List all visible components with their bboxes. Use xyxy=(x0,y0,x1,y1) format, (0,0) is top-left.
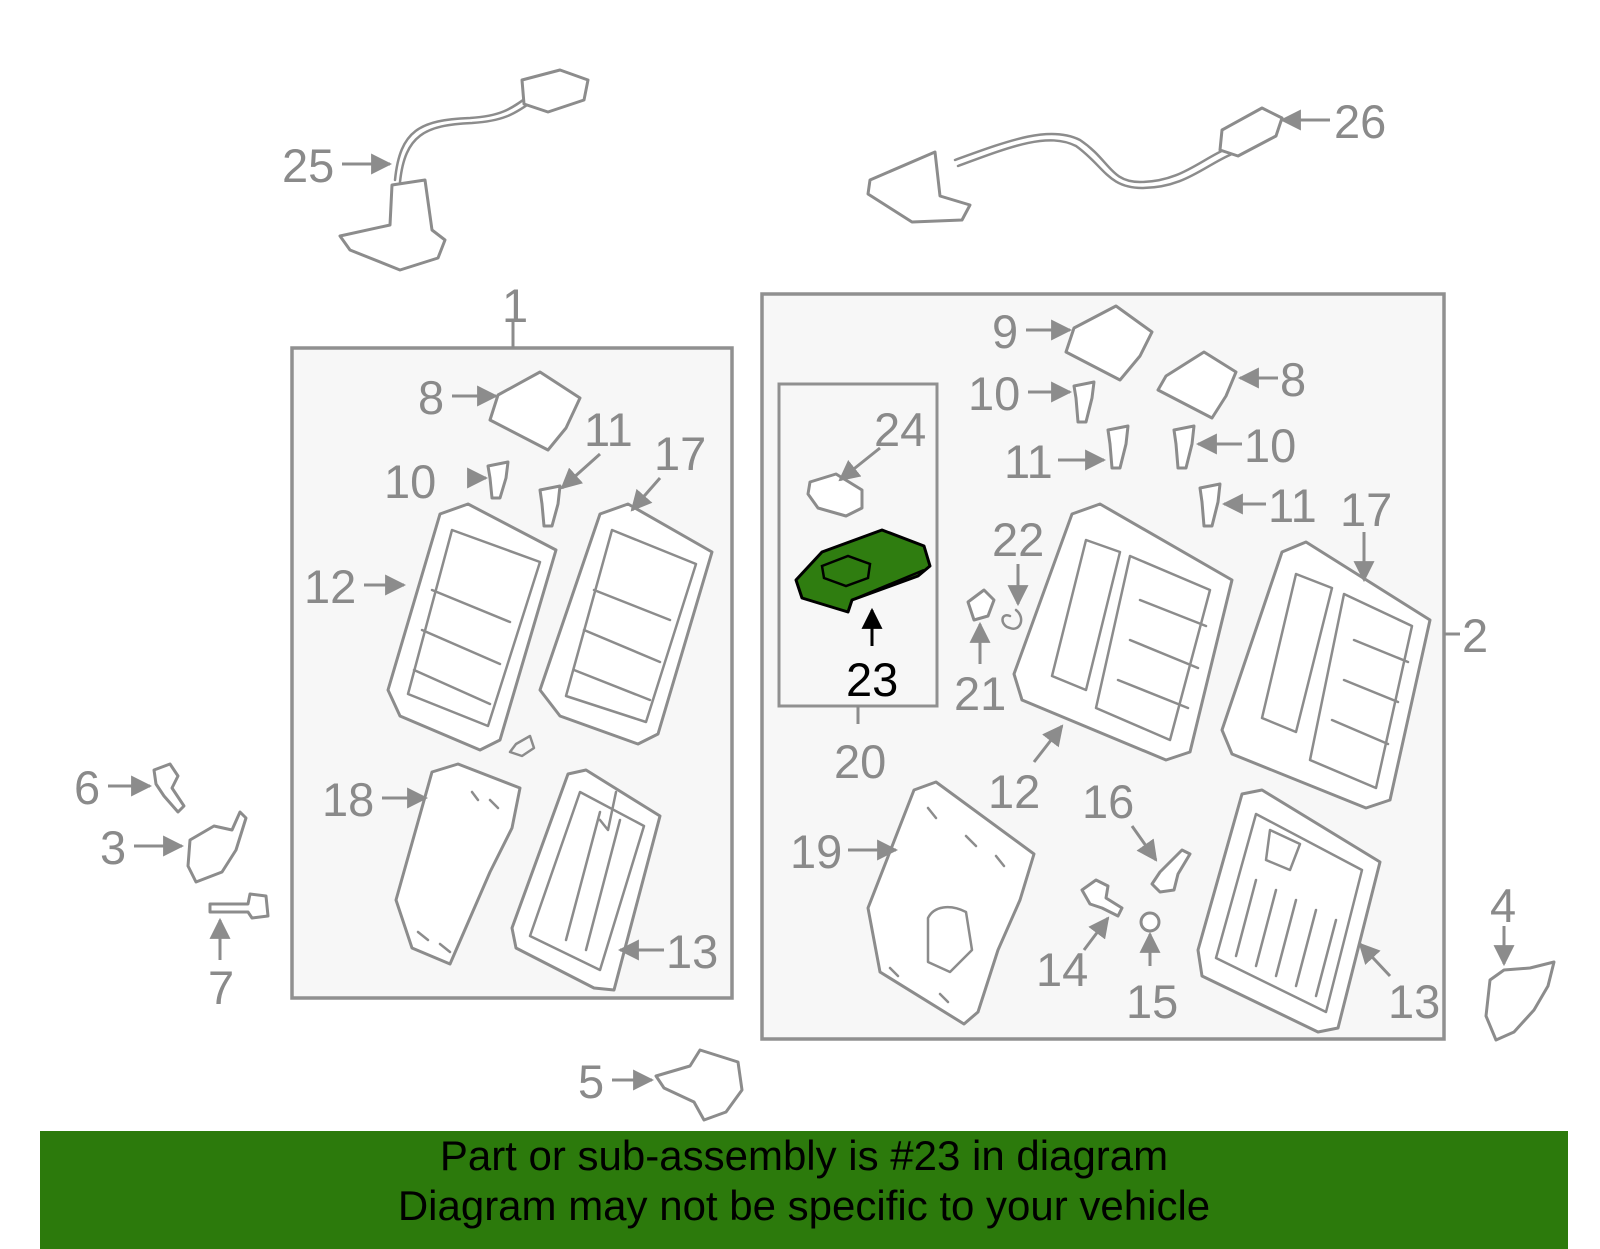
callout-14: 14 xyxy=(1036,943,1088,996)
callout-22: 22 xyxy=(992,513,1044,566)
part-15-nut xyxy=(1139,911,1161,933)
part-17-left-seatback-cover xyxy=(538,502,714,746)
callout-12-left: 12 xyxy=(304,560,356,613)
callout-17-left: 17 xyxy=(654,427,706,480)
part-14-bolt xyxy=(1080,878,1124,918)
callout-20: 20 xyxy=(834,735,886,788)
callout-4: 4 xyxy=(1490,879,1516,932)
callout-7: 7 xyxy=(208,961,234,1014)
callout-11-right-a: 11 xyxy=(1004,435,1053,488)
part-6-bolt xyxy=(152,762,186,814)
callout-8-right: 8 xyxy=(1280,353,1306,406)
part-8-right-headrest-guide xyxy=(1156,350,1238,420)
part-18-left-panel xyxy=(394,762,522,966)
part-3-bracket xyxy=(186,810,248,884)
callout-18: 18 xyxy=(322,773,374,826)
callout-6: 6 xyxy=(74,761,100,814)
part-21-cover xyxy=(966,588,996,622)
callout-11-left: 11 xyxy=(584,403,633,456)
callout-26: 26 xyxy=(1334,95,1386,148)
callout-23: 23 xyxy=(846,653,898,706)
part-4-bracket xyxy=(1484,960,1556,1042)
part-11-right-guide-b xyxy=(1198,482,1222,528)
part-5-bracket xyxy=(654,1048,744,1122)
part-12-right-seatback-pad xyxy=(1012,502,1234,762)
info-banner-background xyxy=(40,1131,1568,1249)
banner-line-1: Part or sub-assembly is #23 in diagram xyxy=(439,1132,1169,1179)
part-13-left-frame xyxy=(510,768,662,992)
banner-line-2: Diagram may not be specific to your vehi… xyxy=(397,1182,1211,1229)
part-8-left-headrest-guide xyxy=(488,370,582,452)
part-19-right-panel xyxy=(866,780,1036,1026)
callout-12-right: 12 xyxy=(988,765,1040,818)
callout-25: 25 xyxy=(282,139,334,192)
part-16-bracket xyxy=(1150,848,1192,894)
part-23-armrest-highlighted xyxy=(794,528,932,614)
callout-1: 1 xyxy=(502,279,528,332)
part-11-left-guide xyxy=(538,484,562,528)
part-10-right-guide-b xyxy=(1172,424,1196,470)
info-banner: Part or sub-assembly is #23 in diagram D… xyxy=(40,1131,1568,1249)
callout-9: 9 xyxy=(992,305,1018,358)
callout-13-left: 13 xyxy=(666,925,718,978)
part-11-right-guide-a xyxy=(1106,424,1130,470)
callout-24: 24 xyxy=(874,403,926,456)
callout-10-left: 10 xyxy=(384,455,436,508)
callout-3: 3 xyxy=(100,821,126,874)
callout-8-left: 8 xyxy=(418,371,444,424)
callout-13-right: 13 xyxy=(1388,975,1440,1028)
part-22-hook xyxy=(1001,608,1023,630)
callout-17-right: 17 xyxy=(1340,483,1392,536)
callout-5: 5 xyxy=(578,1055,604,1108)
callout-10-right-b: 10 xyxy=(1244,419,1296,472)
part-17-right-seatback-cover xyxy=(1220,540,1432,810)
part-12-left-seatback-pad xyxy=(386,502,558,752)
callout-19: 19 xyxy=(790,825,842,878)
callout-21: 21 xyxy=(954,667,1006,720)
callout-15: 15 xyxy=(1126,975,1178,1028)
part-25-cable xyxy=(338,68,590,272)
part-10-left-guide xyxy=(486,460,510,500)
part-9-headrest-guide xyxy=(1064,304,1154,382)
callout-16: 16 xyxy=(1082,775,1134,828)
callout-10-right-a: 10 xyxy=(968,367,1020,420)
callout-11-right-b: 11 xyxy=(1268,479,1317,532)
part-26-cable xyxy=(866,106,1284,224)
callout-2: 2 xyxy=(1462,609,1488,662)
part-13-right-frame xyxy=(1196,788,1382,1034)
part-7-bolt xyxy=(208,892,270,920)
part-clip-left xyxy=(508,734,536,758)
part-10-right-guide-a xyxy=(1072,380,1096,424)
